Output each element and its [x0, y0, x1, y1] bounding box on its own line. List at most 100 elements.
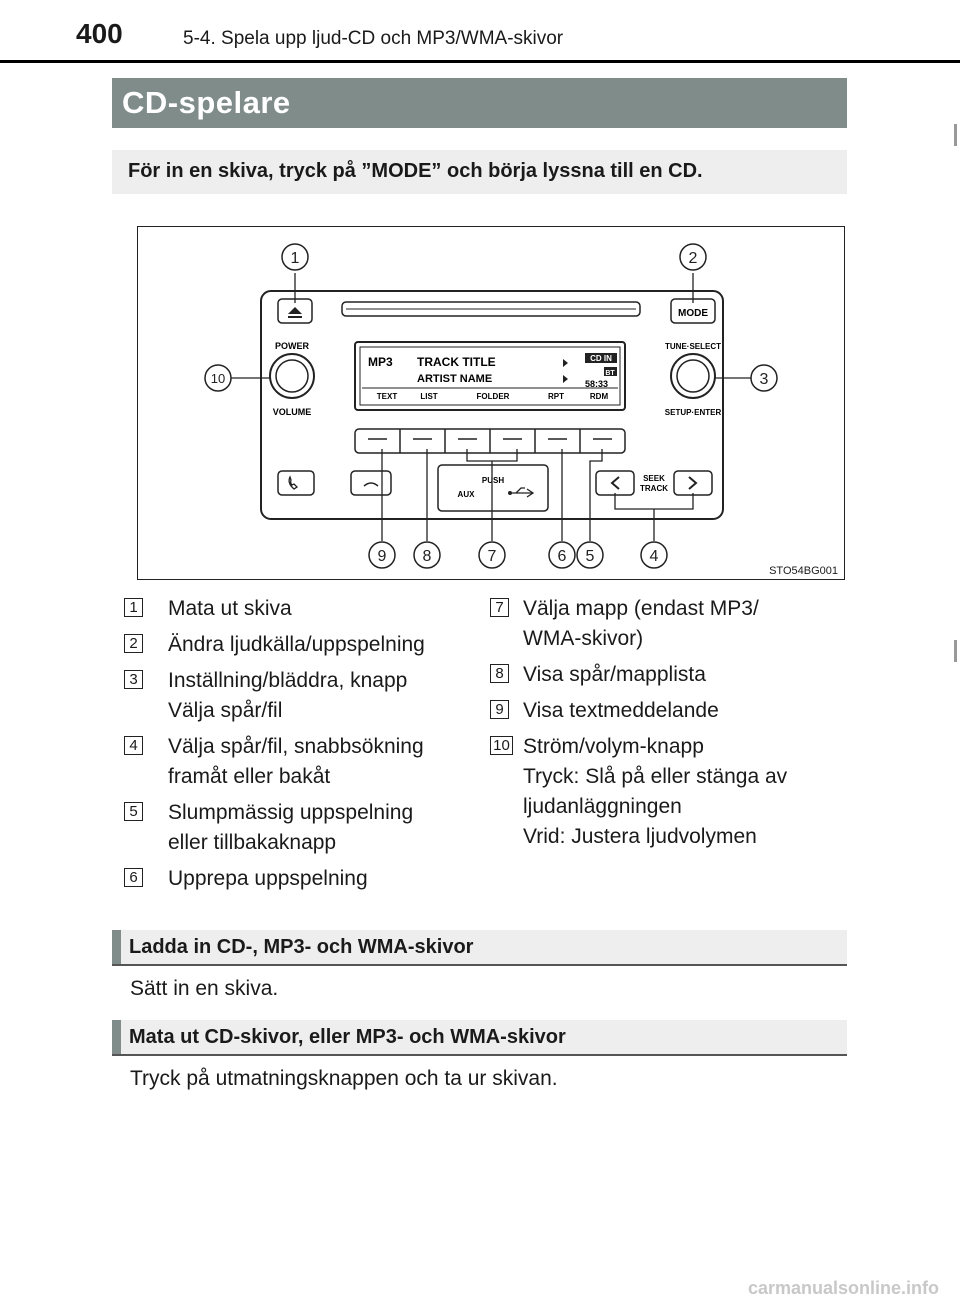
callout-7: 7 [488, 548, 497, 565]
phone-hangup-button [350, 470, 392, 496]
callout-leaders [230, 273, 752, 541]
push-label: PUSH [482, 476, 504, 485]
display-track-title: TRACK TITLE [417, 355, 496, 369]
callout-2: 2 [689, 250, 698, 267]
usb-icon [510, 487, 535, 498]
legend-text: Visa spår/mapplista [523, 663, 706, 686]
subsection-title: Mata ut CD-skivor, eller MP3- och WMA-sk… [129, 1026, 566, 1048]
soft-key-rdm: RDM [590, 392, 609, 401]
display-time: 58:33 [585, 379, 608, 389]
callout-1: 1 [291, 250, 300, 267]
callout-6: 6 [558, 548, 567, 565]
margin-tick [954, 124, 957, 146]
figure-code: STO54BG001 [769, 565, 838, 577]
legend-text: Ström/volym-knapp [523, 735, 704, 758]
soft-key-rpt: RPT [548, 392, 564, 401]
legend-text: framåt eller bakåt [168, 765, 331, 788]
legend-text: ljudanläggningen [523, 795, 682, 818]
legend-text: Ändra ljudkälla/uppspelning [168, 633, 425, 656]
display-mp3: MP3 [368, 355, 393, 369]
legend-text: Välja spår/fil, snabbsökning [168, 735, 424, 758]
display-soft-keys: TEXT LIST FOLDER RPT RDM [377, 392, 609, 401]
legend-text: Inställning/bläddra, knapp [168, 669, 408, 692]
bt-text: BT [605, 370, 615, 377]
legend-text: Vrid: Justera ljudvolymen [523, 825, 757, 848]
legend-badge: 4 [124, 736, 143, 755]
section-banner: CD-spelare [112, 78, 847, 128]
callout-8: 8 [423, 548, 432, 565]
legend-text: WMA-skivor) [523, 627, 644, 650]
chevron-left-icon [610, 476, 620, 490]
display-arrows [563, 359, 568, 383]
subsection-title: Ladda in CD-, MP3- och WMA-skivor [129, 936, 474, 958]
subsection-heading: Ladda in CD-, MP3- och WMA-skivor [112, 930, 847, 966]
section-title: CD-spelare [122, 85, 291, 120]
legend-text: Välja mapp (endast MP3/ [523, 597, 759, 620]
soft-key-folder: FOLDER [477, 392, 510, 401]
page-number: 400 [76, 18, 123, 49]
seek-forward-button [673, 470, 713, 496]
legend-badge: 2 [124, 634, 143, 653]
eject-icon [288, 307, 302, 314]
phone-hangup-icon [363, 482, 379, 487]
subsection-heading: Mata ut CD-skivor, eller MP3- och WMA-sk… [112, 1020, 847, 1056]
preset-buttons [354, 428, 626, 454]
callout-3: 3 [760, 371, 769, 388]
cd-in-badge [585, 353, 617, 363]
body-text: Sätt in en skiva. [130, 977, 279, 1000]
phone-answer-icon [288, 475, 299, 490]
heading-accent-bar [112, 930, 121, 964]
track-label: TRACK [640, 484, 668, 493]
radio-diagram: MODE POWER VOLUME TUNE·SELECT SETUP·ENTE… [137, 226, 845, 580]
power-label: POWER [275, 341, 310, 351]
soft-key-list: LIST [420, 392, 437, 401]
display-artist-name: ARTIST NAME [417, 373, 492, 385]
legend-badge: 5 [124, 802, 143, 821]
margin-tick [954, 640, 957, 662]
legend-badge: 1 [124, 598, 143, 617]
legend-text: Tryck: Slå på eller stänga av [523, 765, 788, 788]
power-volume-knob [269, 353, 315, 399]
display-screen [354, 341, 626, 411]
legend-badge: 7 [490, 598, 509, 617]
aux-usb-cover [437, 464, 549, 512]
callout-10: 10 [211, 371, 225, 386]
tune-select-knob [670, 353, 716, 399]
seek-label: SEEK [643, 474, 665, 483]
page-header: 400 5-4. Spela upp ljud-CD och MP3/WMA-s… [0, 0, 960, 63]
chapter-title: 5-4. Spela upp ljud-CD och MP3/WMA-skivo… [183, 28, 564, 49]
legend-text: Slumpmässig uppspelning [168, 801, 414, 824]
legend-text: Upprepa uppspelning [168, 867, 368, 890]
cd-in-text: CD IN [590, 354, 612, 363]
legend-text: Välja spår/fil [168, 699, 283, 722]
heading-accent-bar [112, 1020, 121, 1054]
soft-key-text: TEXT [377, 392, 398, 401]
cd-slot [341, 301, 641, 317]
legend-text: Visa textmeddelande [523, 699, 719, 722]
tune-select-label: TUNE·SELECT [665, 342, 721, 351]
bt-badge [604, 367, 617, 376]
legend-badge: 10 [490, 736, 513, 755]
watermark: carmanualsonline.info [748, 1278, 940, 1298]
header-rule [0, 60, 960, 63]
legend-text: Mata ut skiva [168, 597, 292, 620]
intro-text: För in en skiva, tryck på ”MODE” och bör… [128, 160, 703, 182]
legend-badge: 6 [124, 868, 143, 887]
radio-illustration: MODE POWER VOLUME TUNE·SELECT SETUP·ENTE… [204, 243, 778, 569]
volume-label: VOLUME [273, 407, 312, 417]
callout-9: 9 [378, 548, 387, 565]
legend-badge: 8 [490, 664, 509, 683]
chevron-right-icon [688, 476, 698, 490]
setup-enter-label: SETUP·ENTER [665, 408, 722, 417]
phone-answer-button [277, 470, 315, 496]
seek-back-button [595, 470, 635, 496]
intro-box: För in en skiva, tryck på ”MODE” och bör… [112, 150, 847, 194]
mode-label: MODE [678, 308, 708, 319]
legend-badge: 9 [490, 700, 509, 719]
callout-circles: 1 2 3 4 5 6 7 8 9 10 [204, 243, 778, 569]
callout-5: 5 [586, 548, 595, 565]
body-text: Tryck på utmatningsknappen och ta ur ski… [130, 1067, 558, 1090]
legend-text: eller tillbakaknapp [168, 831, 337, 854]
legend-badge: 3 [124, 670, 143, 689]
callout-4: 4 [650, 548, 659, 565]
